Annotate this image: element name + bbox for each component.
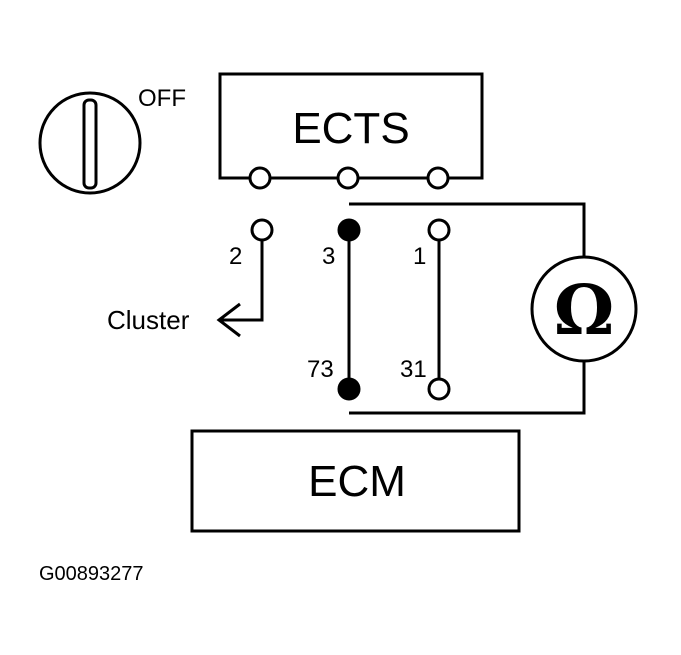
cluster-wire [220,240,264,322]
pin-31-label: 31 [400,356,427,383]
pin-2-terminal [250,218,274,242]
ecm-box [190,429,521,533]
pin-73-test-point [337,377,361,401]
ignition-key-slot [82,98,98,190]
cluster-label: Cluster [107,305,190,335]
ohmmeter-body [530,255,638,363]
ohm-symbol: Ω [554,271,615,351]
pin-2-label: 2 [229,243,242,270]
ects-terminal-center [336,166,360,190]
ecm-label: ECM [308,457,406,506]
ohmmeter-leads [347,202,586,415]
ohmmeter-top-lead [349,202,586,258]
ects-terminal-left [248,166,272,190]
ignition-off-label: OFF [138,85,186,112]
ohmmeter: Ω [530,255,638,363]
pin-73-label: 73 [307,356,334,383]
pin-3-label: 3 [322,243,335,270]
pin-1-terminal [427,218,451,242]
pin-1-label: 1 [413,243,426,270]
ects-sensor: ECTS [218,72,484,190]
ects-label: ECTS [292,104,409,153]
pin-1-31-circuit [427,218,451,401]
cluster-arrow-icon [216,302,241,338]
ohmmeter-bottom-lead [349,360,586,415]
ects-terminal-right [426,166,450,190]
pin-3-test-point [337,218,361,242]
ignition-switch [38,91,142,195]
ecm-module: ECM [190,429,521,533]
figure-code: G00893277 [39,563,144,585]
cluster-circuit [216,218,274,338]
ects-box [218,72,484,180]
pin-31-terminal [427,377,451,401]
